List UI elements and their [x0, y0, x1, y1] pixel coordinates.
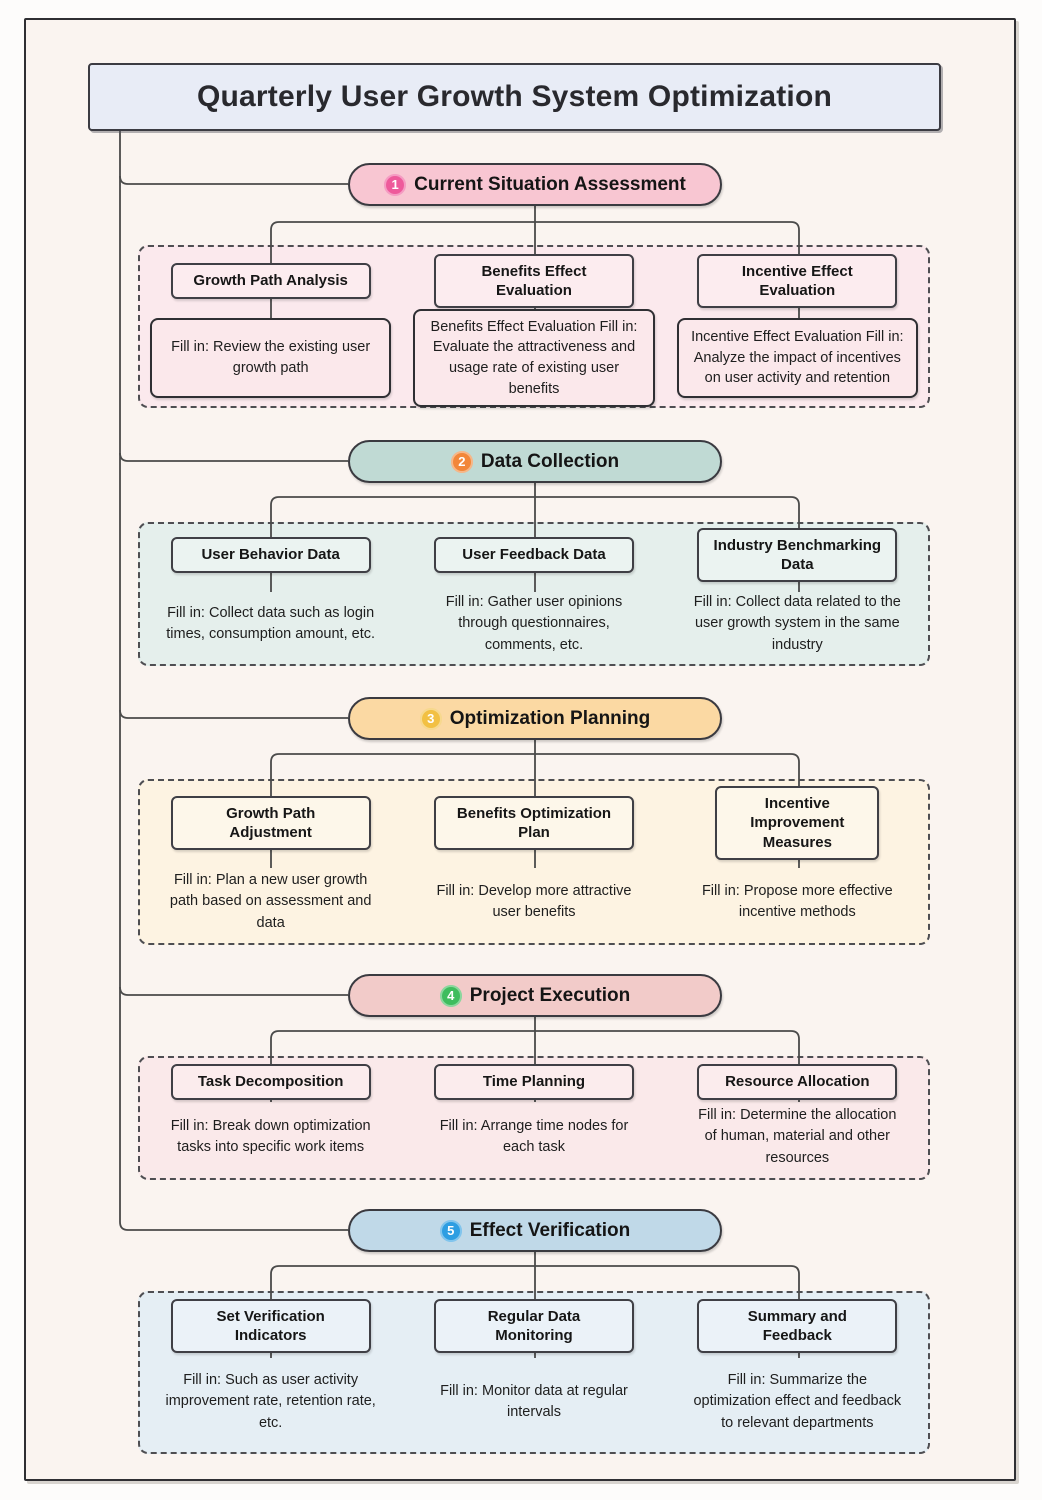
section-number-badge: 3	[419, 707, 442, 730]
node-title-box: Industry Benchmarking Data	[697, 527, 898, 583]
header-row: User Behavior Data User Feedback Data In…	[139, 527, 929, 583]
fill-in-text: Fill in: Arrange time nodes for each tas…	[439, 1117, 629, 1155]
section-pill-label: Optimization Planning	[449, 707, 651, 729]
section-pill-4: 4 Project Execution	[348, 974, 722, 1017]
node-title-box: Growth Path Adjustment	[170, 795, 371, 851]
fill-in-text: Fill in: Collect data related to the use…	[693, 594, 901, 653]
section-number-badge: 4	[439, 984, 462, 1007]
section-number-badge: 1	[384, 173, 407, 196]
fill-in-box: Incentive Effect Evaluation Fill in: Ana…	[676, 318, 918, 398]
section-pill-label: Effect Verification	[469, 1219, 631, 1241]
section-pill-2: 2 Data Collection	[348, 440, 722, 483]
section-pill-5: 5 Effect Verification	[348, 1209, 722, 1252]
header-row: Growth Path Adjustment Benefits Optimiza…	[139, 784, 929, 862]
diagram-title: Quarterly User Growth System Optimizatio…	[196, 80, 832, 113]
diagram-title-box: Quarterly User Growth System Optimizatio…	[88, 63, 941, 131]
node-title-box: Time Planning	[433, 1064, 634, 1100]
fill-in-text: Fill in: Gather user opinions through qu…	[445, 594, 623, 653]
fill-in-text: Fill in: Summarize the optimization effe…	[693, 1372, 902, 1431]
header-row: Task Decomposition Time Planning Resourc…	[139, 1061, 929, 1103]
section-pill-3: 3 Optimization Planning	[348, 697, 722, 740]
fill-in-text: Fill in: Monitor data at regular interva…	[440, 1382, 628, 1420]
node-title-box: Task Decomposition	[170, 1064, 371, 1100]
fill-in-text: Fill in: Plan a new user growth path bas…	[169, 872, 372, 931]
node-title-box: User Feedback Data	[433, 537, 634, 573]
node-title-box: Benefits Effect Evaluation	[433, 253, 634, 309]
node-title-box: Incentive Effect Evaluation	[697, 253, 898, 309]
header-row: Growth Path Analysis Benefits Effect Eva…	[139, 250, 929, 312]
fill-in-text: Fill in: Break down optimization tasks i…	[170, 1117, 371, 1155]
fill-in-text: Fill in: Collect data such as login time…	[166, 604, 376, 642]
fill-in-box: Fill in: Review the existing user growth…	[150, 318, 392, 398]
section-pill-label: Data Collection	[480, 450, 620, 472]
fill-in-text: Fill in: Propose more effective incentiv…	[701, 882, 893, 920]
fill-row: Fill in: Break down optimization tasks i…	[139, 1098, 929, 1176]
section-pill-label: Current Situation Assessment	[414, 173, 686, 195]
fill-row: Fill in: Review the existing user growth…	[139, 308, 929, 408]
node-title-box: Benefits Optimization Plan	[433, 795, 634, 851]
node-title-box: Incentive Improvement Measures	[715, 786, 880, 860]
node-title-box: Growth Path Analysis	[170, 263, 371, 299]
fill-in-text: Fill in: Develop more attractive user be…	[436, 882, 632, 920]
fill-in-text: Fill in: Determine the allocation of hum…	[698, 1107, 897, 1166]
section-number-badge: 2	[450, 450, 473, 473]
node-title-box: Regular Data Monitoring	[433, 1298, 634, 1354]
section-number-badge: 5	[439, 1219, 462, 1242]
fill-row: Fill in: Plan a new user growth path bas…	[139, 864, 929, 940]
fill-in-box: Benefits Effect Evaluation Fill in: Eval…	[413, 308, 655, 408]
fill-row: Fill in: Collect data such as login time…	[139, 588, 929, 660]
node-title-box: Set Verification Indicators	[170, 1298, 371, 1354]
node-title-box: Resource Allocation	[697, 1064, 898, 1100]
fill-in-text: Fill in: Such as user activity improveme…	[165, 1372, 376, 1431]
node-title-box: Summary and Feedback	[697, 1298, 898, 1354]
section-pill-1: 1 Current Situation Assessment	[348, 163, 722, 206]
section-pill-label: Project Execution	[469, 984, 631, 1006]
fill-row: Fill in: Such as user activity improveme…	[139, 1354, 929, 1450]
node-title-box: User Behavior Data	[170, 537, 371, 573]
header-row: Set Verification Indicators Regular Data…	[139, 1296, 929, 1356]
